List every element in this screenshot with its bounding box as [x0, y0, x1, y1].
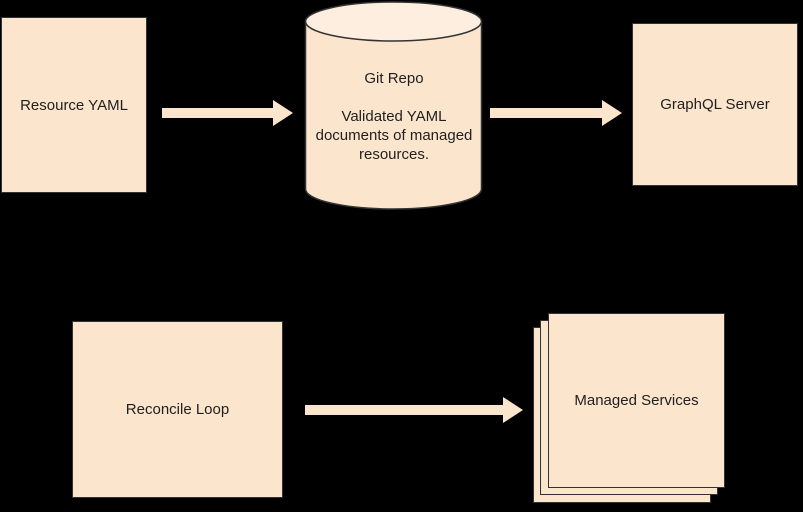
- arrow-git-repo-to-graphql-server: [490, 100, 622, 126]
- node-git-repo: Git Repo Validated YAML documents of man…: [304, 1, 484, 212]
- cylinder-top: [304, 1, 483, 42]
- node-git-repo-description: Validated YAML documents of managed reso…: [315, 107, 473, 163]
- arrow-reconcile-loop-to-managed-services: [305, 397, 523, 423]
- node-managed-services-label: Managed Services: [574, 392, 699, 409]
- node-reconcile-loop: Reconcile Loop: [72, 321, 283, 498]
- node-reconcile-loop-label: Reconcile Loop: [125, 401, 230, 418]
- node-graphql-server: GraphQL Server: [632, 23, 798, 186]
- cylinder-body: [304, 21, 483, 210]
- node-resource-yaml-label: Resource YAML: [20, 96, 128, 114]
- node-graphql-server-label: GraphQL Server: [660, 96, 770, 113]
- node-resource-yaml: Resource YAML: [1, 17, 147, 193]
- node-git-repo-text: Git Repo Validated YAML documents of man…: [304, 1, 484, 209]
- node-git-repo-title: Git Repo: [364, 69, 424, 87]
- node-managed-services: Managed Services: [548, 313, 725, 488]
- arrow-resource-yaml-to-git-repo: [162, 100, 293, 126]
- cylinder-shape-icon: [304, 1, 483, 210]
